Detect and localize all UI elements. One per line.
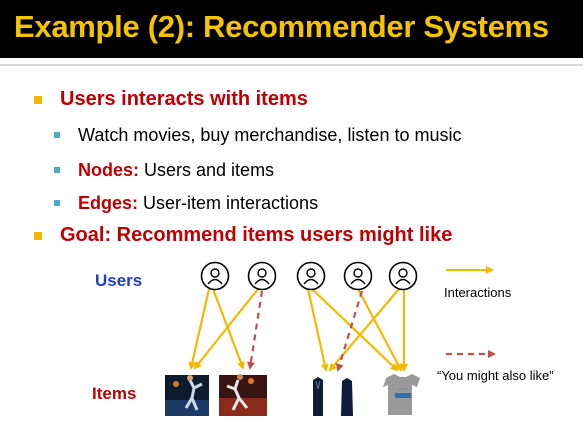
user-nodes xyxy=(200,261,418,291)
item-basketball-image-1 xyxy=(165,375,209,416)
users-label: Users xyxy=(95,271,143,290)
legend-interactions-label: Interactions xyxy=(444,285,512,300)
bullet-square-icon xyxy=(34,96,42,104)
nodes-text: Users and items xyxy=(139,160,275,180)
title-divider xyxy=(0,64,583,66)
bullet-square-icon xyxy=(34,232,42,240)
items-label: Items xyxy=(92,384,137,403)
item-basketball-image-2 xyxy=(219,374,267,416)
sub-bullet-square-icon xyxy=(54,132,60,138)
slide-title: Example (2): Recommender Systems xyxy=(14,9,549,44)
item-jacket-image xyxy=(313,377,353,416)
user-node-3 xyxy=(296,261,326,291)
user-node-4 xyxy=(343,261,373,291)
person-icon xyxy=(210,268,220,278)
edge-u4-i4 xyxy=(357,288,402,372)
sub-bullet-square-icon xyxy=(54,200,60,206)
edge-u1-i2 xyxy=(211,288,245,370)
person-icon xyxy=(353,268,363,278)
nodes-label: Nodes: xyxy=(78,160,140,180)
legend-might-like-label: “You might also like” xyxy=(437,368,554,383)
user-node-1 xyxy=(200,261,230,291)
bullet-text: Watch movies, buy merchandise, listen to… xyxy=(78,125,462,145)
rec-u4-i3 xyxy=(335,290,364,372)
user-node-2 xyxy=(247,261,277,291)
svg-text:······: ······ xyxy=(398,387,408,393)
interaction-edges xyxy=(188,288,408,372)
rec-u2-i2 xyxy=(246,290,264,370)
edge-u3-i3 xyxy=(306,288,329,372)
sub-bullet-square-icon xyxy=(54,167,60,173)
recommendation-edges xyxy=(246,290,364,372)
goal-text: Goal: Recommend items users might like xyxy=(60,224,453,246)
edge-u2-i1 xyxy=(193,288,259,370)
person-icon xyxy=(398,268,408,278)
person-icon xyxy=(257,268,267,278)
person-icon xyxy=(306,268,316,278)
user-node-5 xyxy=(388,261,418,291)
edge-u1-i1 xyxy=(188,288,211,370)
bullet-text: Users interacts with items xyxy=(60,88,308,110)
edge-u3-i4 xyxy=(311,288,399,372)
edges-label: Edges: xyxy=(78,193,139,213)
item-tshirt-image: ······ xyxy=(383,374,420,415)
title-bar xyxy=(0,0,583,58)
edges-text: User-item interactions xyxy=(138,193,319,213)
